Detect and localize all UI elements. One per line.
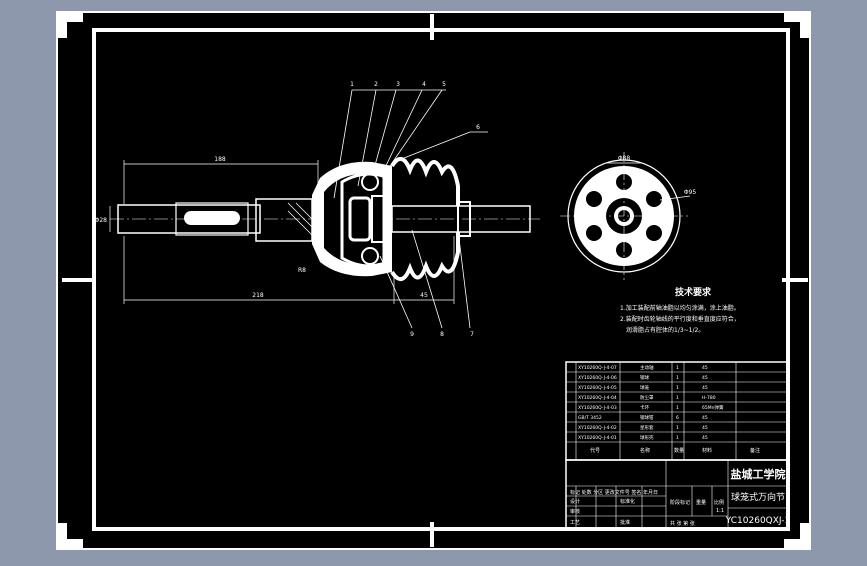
tech-line-1: 1.加工装配前轴油脂以均匀涂满，涂上油脂。 — [620, 304, 740, 312]
bom-code: XY10260Q-J-4-05 — [578, 385, 617, 391]
bom-mat: 45 — [702, 375, 708, 381]
bom-qty: 1 — [676, 375, 679, 381]
bom-mat: 45 — [702, 435, 708, 441]
callout-8: 8 — [440, 331, 444, 338]
bom-qty: 6 — [676, 415, 679, 421]
dim-cross-side: Φ95 — [684, 189, 697, 196]
bom-code: XY10260Q-J-4-04 — [578, 395, 617, 401]
revision-label: 标记 处数 分区 更改文件号 签名 年月日 — [570, 489, 658, 496]
tech-line-2: 2.装配时齿轮轴线的平行度和垂直度应符合， — [620, 315, 740, 323]
bom-name: 主动轴 — [640, 364, 654, 371]
scale-label: 比例 — [714, 499, 724, 506]
bom-name: 球笼 — [640, 384, 649, 391]
bom-header-qty: 数量 — [674, 447, 684, 454]
bom-code: XY10260Q-J-4-06 — [578, 375, 617, 381]
bom-code: GB/T 3452 — [578, 415, 602, 421]
bom-qty: 1 — [676, 405, 679, 411]
callout-1: 1 — [350, 81, 354, 88]
technical-requirements: 技术要求 1.加工装配前轴油脂以均匀涂满，涂上油脂。 2.装配时齿轮轴线的平行度… — [620, 286, 740, 334]
dim-radius: R8 — [298, 267, 306, 274]
bom-mat: 45 — [702, 385, 708, 391]
sheet-label: 共 张 第 张 — [670, 520, 695, 527]
weight-label: 重量 — [696, 499, 706, 506]
sheet-border — [56, 11, 811, 550]
centring-marks — [62, 14, 808, 547]
bom-code: XY10260Q-J-4-07 — [578, 365, 617, 371]
bom-mat: 45 — [702, 365, 708, 371]
tech-line-3: 润滑脂占有腔体的1/3~1/2。 — [626, 326, 704, 334]
bom-name: 钢球钳 — [640, 414, 654, 421]
bom-qty: 1 — [676, 435, 679, 441]
joint-section-view — [109, 89, 540, 329]
callout-7: 7 — [470, 331, 474, 338]
bom-mat: 65Mn弹簧 — [702, 404, 724, 411]
title-block: 盐城工学院 球笼式万向节 YC10260QXJ-1 标记 处数 分区 更改文件号… — [565, 459, 790, 529]
callout-6: 6 — [476, 124, 480, 131]
callout-4: 4 — [422, 81, 426, 88]
bom-header-code: 代号 — [590, 447, 600, 454]
design-label: 设计 — [570, 498, 580, 505]
corner-marks — [57, 12, 810, 549]
standard-label: 标准化 — [620, 498, 635, 505]
bom-name: 钢球 — [640, 374, 649, 381]
dim-45: 45 — [420, 292, 428, 299]
school-name: 盐城工学院 — [731, 467, 786, 481]
bom-code: XY10260Q-J-4-02 — [578, 425, 617, 431]
dim-218: 218 — [252, 292, 264, 299]
callout-2: 2 — [374, 81, 378, 88]
scale-value: 1:1 — [716, 508, 724, 514]
bom-qty: 1 — [676, 395, 679, 401]
bom-code: XY10260Q-J-4-03 — [578, 405, 617, 411]
inner-frame — [92, 28, 790, 531]
drawing-number: YC10260QXJ-1 — [725, 516, 790, 526]
tech-title: 技术要求 — [675, 286, 712, 298]
bom-name: 卡环 — [640, 404, 649, 411]
bom-code: XY10260Q-J-4-01 — [578, 435, 617, 441]
bom-header-name: 名称 — [640, 447, 650, 454]
process-label: 工艺 — [570, 520, 580, 526]
callout-5: 5 — [442, 81, 446, 88]
dim-188: 188 — [214, 156, 226, 163]
bom-mat: 45 — [702, 415, 708, 421]
bom-qty: 1 — [676, 425, 679, 431]
dim-dia-left: Φ28 — [95, 217, 108, 224]
bom-name: 球形壳 — [640, 434, 654, 441]
callout-3: 3 — [396, 81, 400, 88]
bom-name: 星形套 — [640, 424, 654, 431]
stage-label: 阶段标记 — [670, 499, 690, 506]
approve-label: 批准 — [620, 519, 630, 526]
bom-mat: 45 — [702, 425, 708, 431]
bom-header-mat: 材料 — [702, 447, 712, 454]
bom-mat: H-780 — [702, 395, 716, 401]
callout-labels: 1 2 3 4 5 6 9 8 7 — [350, 81, 480, 338]
bom-name: 防尘罩 — [640, 394, 654, 401]
bom-qty: 1 — [676, 365, 679, 371]
callout-9: 9 — [410, 331, 414, 338]
review-label: 审核 — [570, 508, 580, 515]
cross-section-view — [560, 152, 691, 280]
bom-qty: 1 — [676, 385, 679, 391]
part-name: 球笼式万向节 — [731, 491, 785, 503]
bom-header-note: 备注 — [750, 447, 760, 454]
